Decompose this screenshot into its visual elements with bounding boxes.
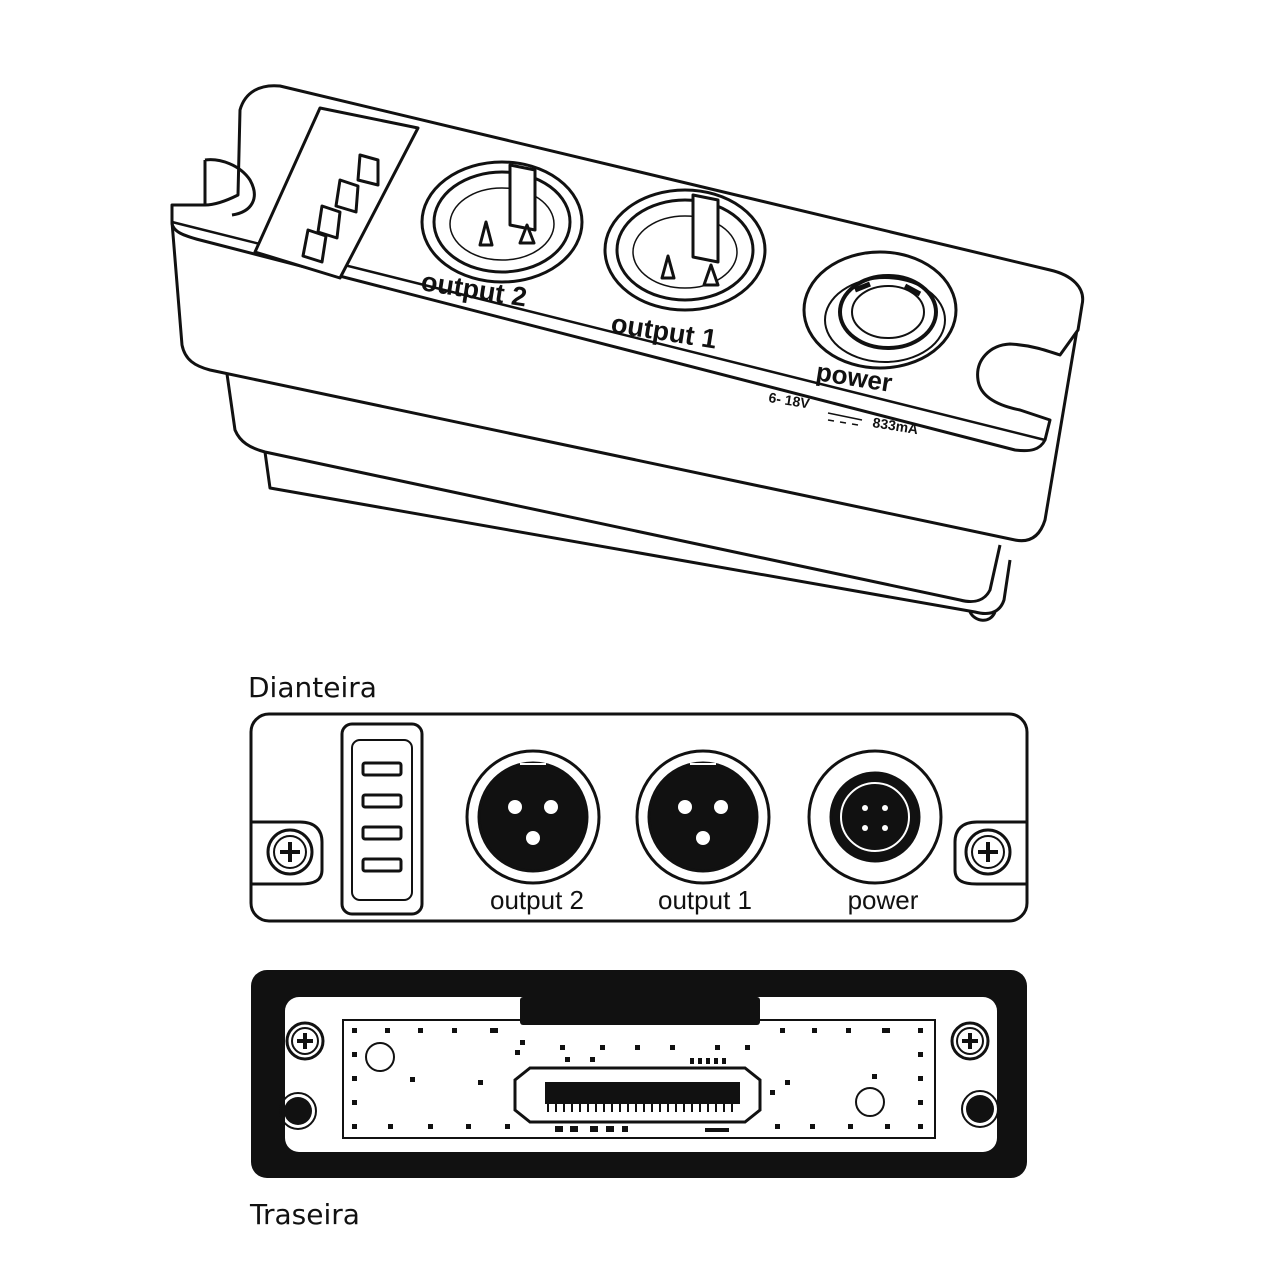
iso-current-rating: 833mA: [872, 414, 920, 437]
isometric-view: [170, 84, 1085, 622]
rear-pcb-hole-right: [855, 1087, 885, 1117]
rear-top-tab: [520, 997, 760, 1025]
front-view-caption: Dianteira: [248, 671, 377, 704]
rear-view-panel: [251, 970, 1027, 1178]
front-output-2-label: output 2: [490, 885, 584, 915]
front-right-screw-icon: [964, 828, 1012, 876]
iso-dc-symbol: [827, 412, 863, 426]
front-slot-connector: [340, 722, 424, 916]
rear-right-hole-icon: [966, 1095, 994, 1123]
front-left-bracket: [251, 820, 324, 886]
iso-lower-body: [223, 359, 1002, 604]
rear-left-hole-icon: [284, 1097, 312, 1125]
iso-base-foot: [968, 611, 997, 622]
rear-left-screw-icon: [285, 1021, 325, 1061]
front-power-connector: [807, 749, 943, 885]
iso-voltage-rating: 6- 18V: [768, 389, 812, 411]
rear-pcb: [342, 1019, 936, 1139]
front-power-label: power: [848, 885, 919, 915]
iso-power-connector: [802, 250, 958, 370]
front-view-panel: [249, 712, 1029, 923]
iso-lower-base: [263, 451, 1012, 615]
front-output-2-connector: [465, 749, 601, 885]
rear-pcb-hole-left: [365, 1042, 395, 1072]
iso-slot-connector: [253, 106, 420, 280]
rear-center-connector: [513, 1066, 762, 1124]
iso-left-notch: [203, 158, 256, 217]
front-output-1-label: output 1: [658, 885, 752, 915]
rear-right-screw-icon: [950, 1021, 990, 1061]
front-left-screw-icon: [266, 828, 314, 876]
iso-output-1-connector: [603, 188, 767, 312]
rear-pcb-components: [352, 1028, 923, 1132]
rear-view-caption: Traseira: [249, 1198, 360, 1231]
front-output-1-connector: [635, 749, 771, 885]
front-right-bracket: [953, 820, 1027, 886]
iso-output-2-connector: [420, 160, 584, 284]
